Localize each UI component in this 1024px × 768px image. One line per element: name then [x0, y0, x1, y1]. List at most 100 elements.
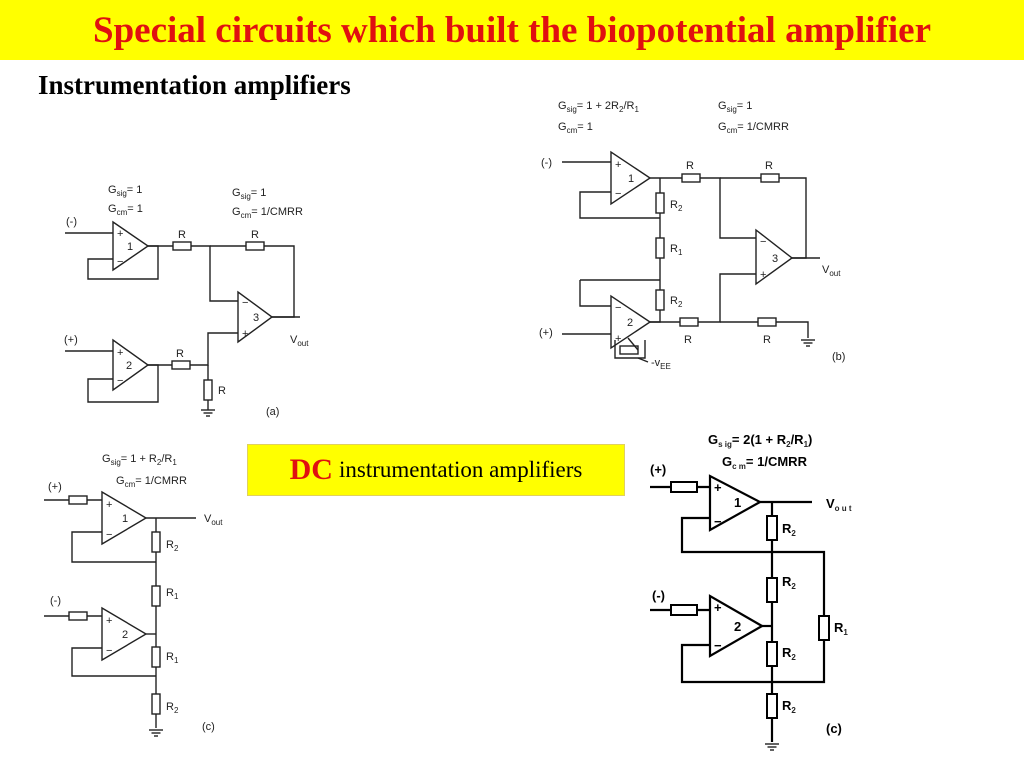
b-r2b-label: R2 — [670, 295, 683, 309]
cl-input-pos: (+) — [48, 481, 62, 493]
cl-gsig-label: Gsig= 1 + R2/R1 — [102, 453, 177, 467]
a-opamp-1-label: 1 — [127, 241, 133, 253]
cr-input-neg: (-) — [652, 588, 665, 603]
b-input-pos: (+) — [539, 327, 553, 339]
a-gcm1-label: Gcm= 1 — [108, 203, 143, 217]
cl-r2a-label: R2 — [166, 539, 179, 553]
b-opamp-1-label: 1 — [628, 173, 634, 185]
cr-vout-label: Vo u t — [826, 496, 852, 513]
a-gsig2-label: Gsig= 1 — [232, 187, 266, 201]
svg-text:−: − — [242, 297, 248, 309]
a-opamp-2 — [112, 338, 150, 392]
a-r4-label: R — [218, 385, 226, 397]
dc-label-text: instrumentation amplifiers — [338, 457, 583, 482]
svg-text:+: + — [106, 615, 112, 627]
cl-input-neg: (-) — [50, 595, 61, 607]
b-tag: (b) — [832, 351, 845, 363]
svg-text:+: + — [106, 499, 112, 511]
svg-text:−: − — [615, 188, 621, 200]
svg-text:+: + — [760, 269, 766, 281]
b-gcm1-label: Gcm= 1 — [558, 121, 593, 135]
cl-gcm-label: Gcm= 1/CMRR — [116, 475, 187, 489]
cr-gsig-label: Gs ig= 2(1 + R2/R1) — [708, 432, 812, 449]
svg-text:+: + — [714, 600, 722, 615]
svg-text:+: + — [117, 347, 123, 359]
slide-subtitle: Instrumentation amplifiers — [38, 70, 351, 100]
cr-r2b-label: R2 — [782, 574, 796, 591]
a-input-neg: (-) — [66, 216, 77, 228]
b-gsig2-label: Gsig= 1 — [718, 100, 752, 114]
svg-text:−: − — [714, 514, 722, 529]
cr-r2d-label: R2 — [782, 698, 796, 715]
cr-opamp-2 — [708, 594, 765, 658]
svg-text:−: − — [117, 256, 123, 268]
b-r1-label: R — [686, 160, 694, 172]
svg-text:−: − — [106, 645, 112, 657]
cl-r1a-label: R1 — [166, 587, 179, 601]
b-gcm2-label: Gcm= 1/CMRR — [718, 121, 789, 135]
cl-opamp-2 — [101, 606, 148, 662]
a-r1-label: R — [178, 229, 186, 241]
a-tag: (a) — [266, 406, 279, 418]
svg-text:−: − — [117, 375, 123, 387]
b-r2a-label: R2 — [670, 199, 683, 213]
b-opamp-3-label: 3 — [772, 253, 778, 265]
b-r2-label: R — [765, 160, 773, 172]
a-opamp-2-label: 2 — [126, 360, 132, 372]
slide-title: Special circuits which built the biopote… — [93, 9, 931, 51]
svg-text:+: + — [117, 228, 123, 240]
cl-opamp-1 — [101, 490, 148, 546]
a-opamp-1 — [112, 220, 150, 272]
cr-opamp-1-label: 1 — [734, 495, 741, 510]
cl-opamp-1-label: 1 — [122, 513, 128, 525]
cl-r2b-label: R2 — [166, 701, 179, 715]
diagram-c-right: Gs ig= 2(1 + R2/R1) Gc m= 1/CMRR (+) (-)… — [650, 432, 852, 751]
svg-text:−: − — [760, 236, 766, 248]
a-r3-label: R — [176, 348, 184, 360]
a-gcm2-label: Gcm= 1/CMRR — [232, 206, 303, 220]
cr-gcm-label: Gc m= 1/CMRR — [722, 454, 808, 471]
diagram-c-left: Gsig= 1 + R2/R1 Gcm= 1/CMRR (+) (-) + − 1… — [44, 453, 223, 737]
cl-r1b-label: R1 — [166, 651, 179, 665]
b-gsig1-label: Gsig= 1 + 2R2/R1 — [558, 100, 639, 114]
cl-vout-label: Vout — [204, 513, 223, 527]
cr-tag: (c) — [826, 721, 842, 736]
dc-label-box: DC instrumentation amplifiers — [247, 444, 625, 496]
b-r1-chain-label: R1 — [670, 243, 683, 257]
a-gsig1-label: Gsig= 1 — [108, 184, 142, 198]
b-opamp-2 — [610, 294, 652, 350]
cr-r2a-label: R2 — [782, 521, 796, 538]
a-vout-label: Vout — [290, 334, 309, 348]
b-input-neg: (-) — [541, 157, 552, 169]
svg-text:+: + — [714, 480, 722, 495]
b-r4-label: R — [763, 334, 771, 346]
a-opamp-3-label: 3 — [253, 312, 259, 324]
cr-opamp-2-label: 2 — [734, 619, 741, 634]
svg-text:−: − — [106, 529, 112, 541]
svg-text:−: − — [615, 302, 621, 314]
a-r2-label: R — [251, 229, 259, 241]
cl-opamp-2-label: 2 — [122, 629, 128, 641]
svg-text:+: + — [242, 328, 248, 340]
b-opamp-3 — [755, 228, 794, 286]
title-banner: Special circuits which built the biopote… — [0, 0, 1024, 60]
cr-r1-label: R1 — [834, 620, 848, 637]
a-input-pos: (+) — [64, 334, 78, 346]
cl-tag: (c) — [202, 721, 215, 733]
dc-highlight: DC — [289, 453, 333, 486]
cr-input-pos: (+) — [650, 462, 666, 477]
b-opamp-2-label: 2 — [627, 317, 633, 329]
diagram-a: Gsig= 1 Gcm= 1 Gsig= 1 Gcm= 1/CMRR (-) (… — [64, 184, 309, 418]
cr-opamp-1 — [708, 474, 763, 532]
b-opamp-1 — [610, 150, 652, 206]
diagram-b: Gsig= 1 + 2R2/R1 Gcm= 1 Gsig= 1 Gcm= 1/C… — [539, 100, 845, 371]
svg-text:+: + — [615, 333, 621, 345]
cr-r2c-label: R2 — [782, 645, 796, 662]
svg-text:−: − — [714, 638, 722, 653]
b-vee-label: -vEE — [651, 357, 671, 371]
b-vout-label: Vout — [822, 264, 841, 278]
a-opamp-3 — [237, 290, 274, 344]
svg-text:+: + — [615, 159, 621, 171]
b-r3-label: R — [684, 334, 692, 346]
